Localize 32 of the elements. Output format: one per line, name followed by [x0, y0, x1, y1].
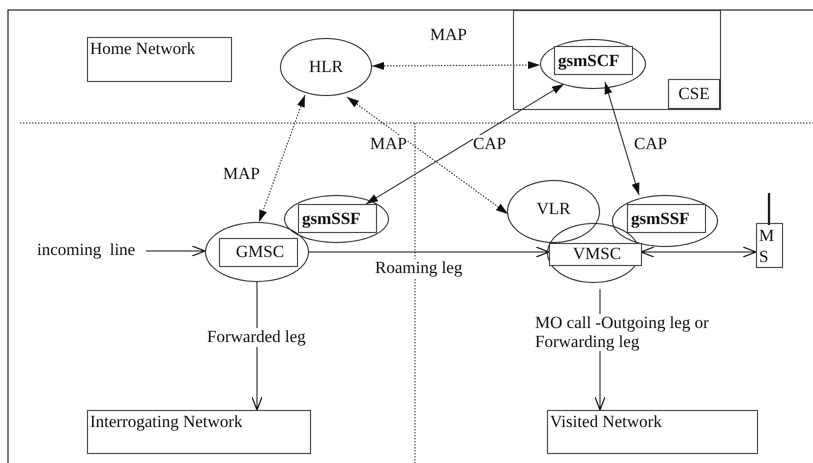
- node-label: VLR: [536, 199, 572, 219]
- dotted-arrow: [258, 94, 306, 222]
- label-box: gsmSSF: [298, 204, 377, 233]
- dotted-arrow: [372, 61, 540, 70]
- arrow: [146, 245, 206, 257]
- arrow: [640, 246, 757, 258]
- node-label: Home Network: [90, 39, 196, 59]
- node-ellipse: [284, 195, 389, 243]
- mobile-station-box: [756, 223, 783, 268]
- network-box: [87, 410, 311, 454]
- edge-label: Roaming leg: [375, 259, 462, 278]
- cse-box: [513, 10, 721, 110]
- node-label: Interrogating Network: [90, 412, 242, 432]
- label-box: GMSC: [219, 238, 298, 267]
- node-label: Visited Network: [550, 412, 662, 432]
- network-box: [547, 410, 758, 454]
- dotted-arrow: [346, 96, 508, 214]
- node-label: HLR: [308, 57, 344, 77]
- arrow: [366, 84, 564, 204]
- label-box: CSE: [668, 79, 720, 109]
- label-box: gsmSCF: [554, 46, 633, 75]
- node-ellipse: [540, 39, 646, 89]
- arrow: [604, 82, 640, 196]
- edge-label: Forwarded leg: [207, 328, 306, 347]
- label-box: VMSC: [549, 243, 642, 266]
- arrow: [308, 246, 550, 258]
- label-box: gsmSSF: [627, 204, 706, 233]
- node-ellipse: [612, 195, 718, 247]
- network-box: [87, 37, 232, 82]
- node-label: M S: [759, 225, 773, 267]
- node-ellipse: [280, 38, 372, 96]
- node-label: incoming line: [37, 241, 136, 260]
